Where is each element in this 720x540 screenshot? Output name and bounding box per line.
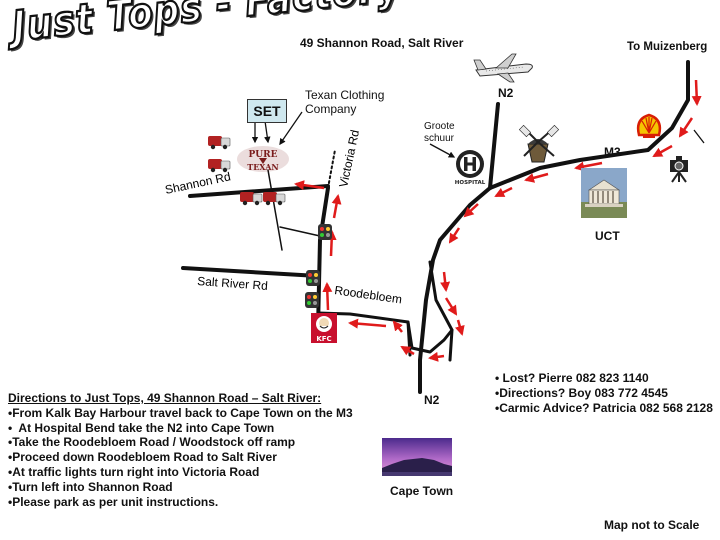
hospital-icon: HOSPITAL (455, 150, 486, 186)
directions-heading: Directions to Just Tops, 49 Shannon Road… (8, 391, 322, 405)
groote-label-line2: schuur (424, 133, 455, 144)
groote-label-line1: Groote (424, 121, 455, 132)
direction-step: •Turn left into Shannon Road (8, 479, 173, 494)
direction-step: •At traffic lights turn right into Victo… (8, 464, 260, 479)
contacts-list: • Lost? Pierre 082 823 1140 •Directions?… (495, 371, 713, 416)
route-arrow (400, 345, 415, 356)
traffic-light-icon (306, 270, 320, 286)
traffic-light-icon (305, 292, 319, 308)
pure-texan-line2: TEXAN (247, 162, 279, 172)
side-street-1 (267, 169, 283, 251)
address-label: 49 Shannon Road, Salt River (300, 36, 464, 50)
traffic-light-icon (318, 224, 332, 240)
direction-step: •From Kalk Bay Harbour travel back to Ca… (8, 405, 353, 420)
direction-step: • At Hospital Bend take the N2 into Cape… (8, 420, 275, 435)
kfc-label: KFC (316, 335, 331, 343)
route-arrow (440, 271, 451, 292)
groote-pointer (429, 143, 456, 158)
m3-label: M3 (604, 145, 621, 159)
victoria-upper (327, 149, 336, 189)
cape-town-label: Cape Town (390, 484, 454, 498)
uct-label: UCT (595, 229, 620, 243)
route-arrow (691, 79, 702, 106)
route-arrow (444, 297, 458, 316)
pure-texan-line1: PURE (249, 150, 278, 160)
roodebloem-loop (406, 320, 454, 354)
victoria-road (316, 186, 330, 330)
directions-block: Directions to Just Tops, 49 Shannon Road… (8, 391, 353, 509)
side-street-2 (279, 226, 321, 237)
hospital-label: HOSPITAL (455, 180, 486, 186)
salt-river-road-label: Salt River Rd (197, 274, 268, 293)
contact-item: • Lost? Pierre 082 823 1140 (495, 371, 649, 385)
texan-pointer (279, 111, 303, 146)
texan-label-line1: Texan Clothing (305, 88, 385, 102)
roodebloem-road-label: Roodebloem (334, 283, 403, 306)
offramp-road (428, 260, 454, 362)
airplane-icon (473, 53, 533, 83)
direction-step: •Please park as per unit instructions. (8, 494, 219, 509)
route-arrow (454, 319, 465, 336)
traffic-lights (305, 224, 332, 308)
n2-north-label: N2 (498, 86, 514, 100)
set-badge: SET (247, 99, 287, 123)
route-arrow (331, 194, 342, 219)
camera-pointer (693, 129, 705, 144)
shell-logo-icon (636, 113, 662, 138)
kfc-logo-icon: KFC (311, 313, 337, 343)
set-pointer (264, 120, 271, 144)
route-arrow (448, 227, 461, 244)
trucks (208, 136, 286, 206)
contact-item: •Directions? Boy 083 772 4545 (495, 386, 668, 400)
shannon-road (188, 184, 330, 198)
salt-river-road (181, 266, 320, 278)
route-arrow (524, 172, 549, 183)
route-arrow (348, 318, 387, 329)
route-arrow (428, 351, 445, 362)
route-arrow (463, 203, 479, 218)
windmill-icon (518, 124, 560, 163)
m3-road (418, 60, 690, 394)
to-muizenberg-label: To Muizenberg (627, 41, 708, 53)
route-arrow (678, 117, 694, 138)
direction-step: •Take the Roodebloem Road / Woodstock of… (8, 435, 296, 450)
n2-north-road (488, 102, 500, 190)
route-arrow (322, 282, 333, 311)
uct-building-icon (581, 168, 627, 218)
truck-icon (240, 192, 263, 206)
direction-step: •Proceed down Roodebloem Road to Salt Ri… (8, 450, 277, 465)
contact-item: •Carmic Advice? Patricia 082 568 2128 (495, 401, 713, 415)
truck-icon (263, 192, 286, 206)
n2-south-label: N2 (424, 393, 440, 407)
route-arrow (294, 180, 325, 191)
map-not-to-scale-note: Map not to Scale (604, 518, 700, 532)
route-arrow (494, 186, 513, 198)
cape-town-photo-icon (382, 438, 452, 476)
route-arrow (652, 144, 673, 158)
truck-icon (208, 136, 231, 150)
route-arrows (294, 79, 702, 362)
victoria-road-label: Victoria Rd (336, 129, 362, 189)
camera-icon (670, 156, 688, 183)
truck-icon (208, 159, 231, 173)
texan-label-line2: Company (305, 102, 357, 116)
route-arrow (574, 161, 603, 172)
route-arrow (392, 320, 403, 333)
pure-texan-logo-icon: PURE TEXAN (237, 146, 289, 172)
